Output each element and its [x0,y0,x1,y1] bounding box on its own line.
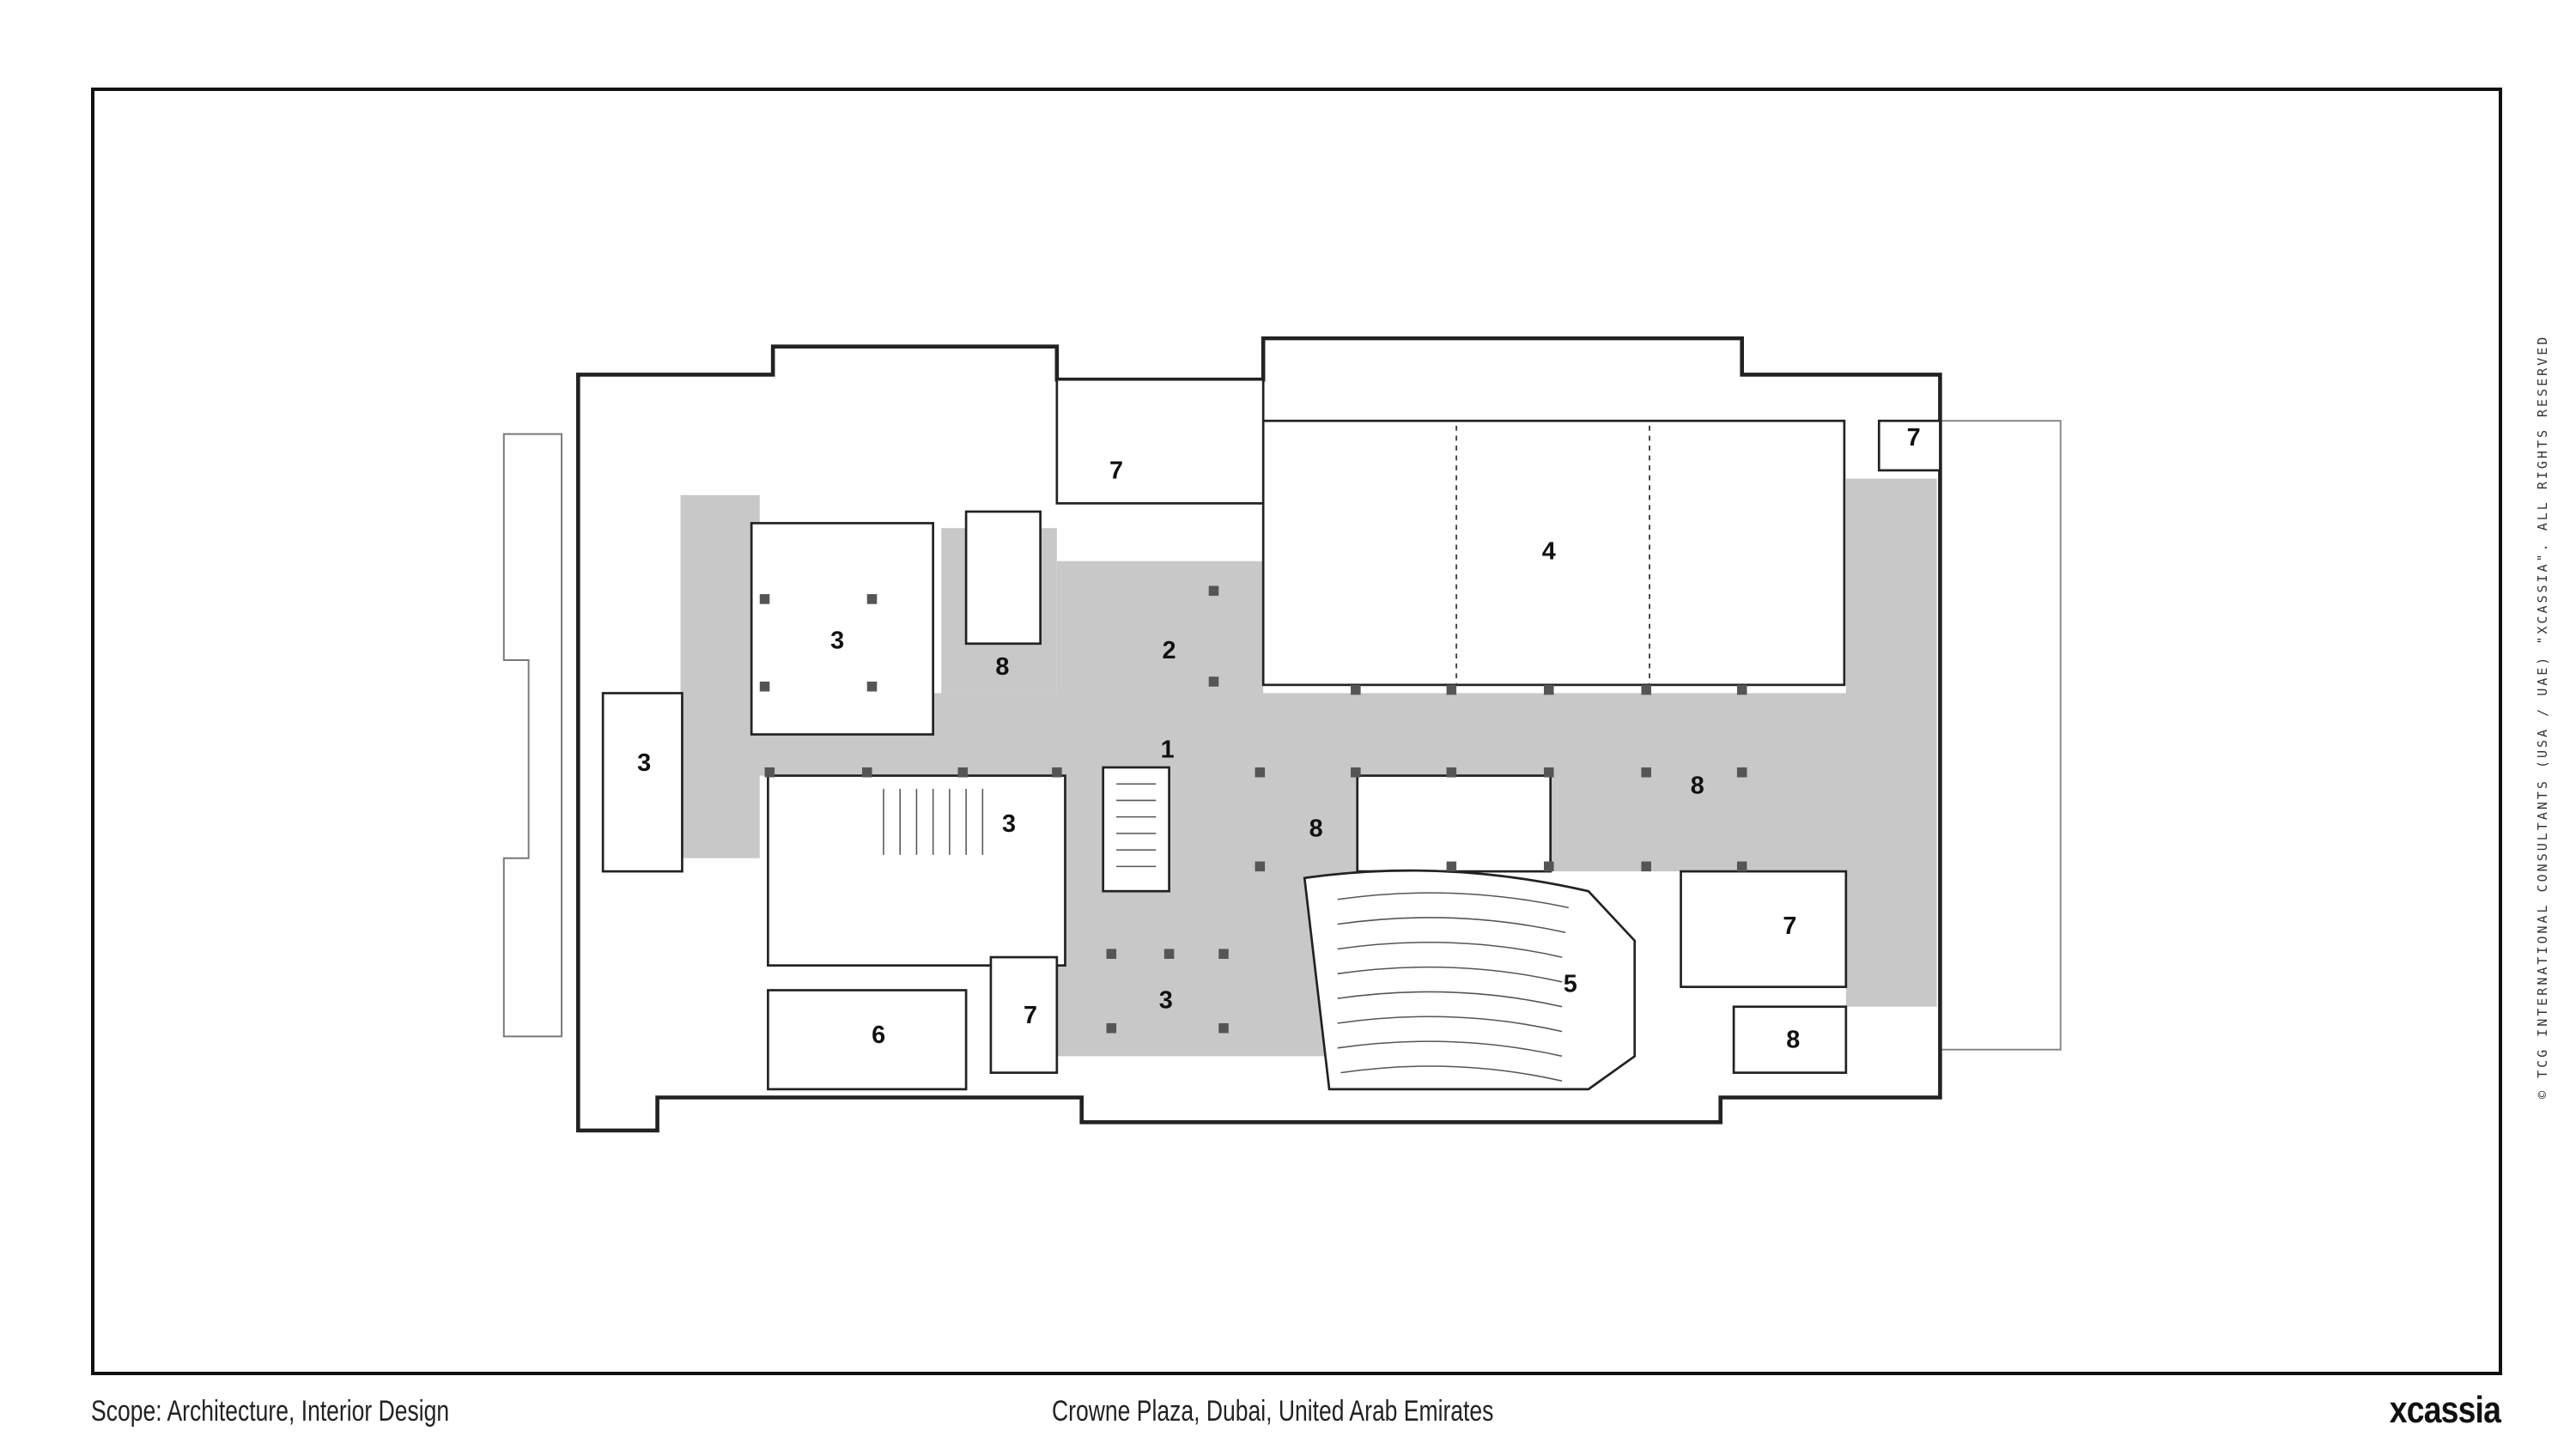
room-label: 3 [1002,810,1016,838]
room-label: 7 [1907,424,1921,452]
room-label: 7 [1783,912,1796,940]
room-label: 7 [1109,457,1123,484]
room-label: 6 [872,1022,885,1049]
structural-columns [759,585,1747,1034]
project-caption: Crowne Plaza, Dubai, United Arab Emirate… [1052,1395,1494,1428]
left-annex-outline [502,433,563,1038]
room-label: 4 [1542,538,1556,566]
building-outline [575,336,1942,1133]
room-label: 7 [1024,1002,1037,1029]
room-ballroom [1261,419,1846,687]
right-annex-outline [1940,420,2062,1051]
room-label: 2 [1163,637,1176,664]
stairs [883,783,1157,868]
room-label: 8 [1309,815,1323,843]
room-label: 5 [1564,970,1577,997]
room-label: 1 [1161,736,1175,763]
room-label: 8 [1691,773,1704,800]
room-label: 3 [830,627,844,654]
room-label: 8 [1786,1027,1800,1054]
room-label: 3 [1159,987,1173,1015]
room-labels: 7 7 4 3 8 2 1 3 3 8 8 7 5 3 6 7 8 [637,424,1920,1054]
auditorium-seating [1337,892,1569,1082]
circulation-areas [680,478,1937,1057]
xcassia-logo: xcassia [2389,1389,2501,1431]
room-label: 8 [995,653,1009,681]
room-label: 3 [637,749,651,777]
scope-caption: Scope: Architecture, Interior Design [91,1395,450,1428]
drawing-frame [91,88,2502,1375]
room-3-upper [750,522,934,736]
copyright-notice: © TCG INTERNATIONAL CONSULTANTS (USA / U… [2535,334,2550,1099]
